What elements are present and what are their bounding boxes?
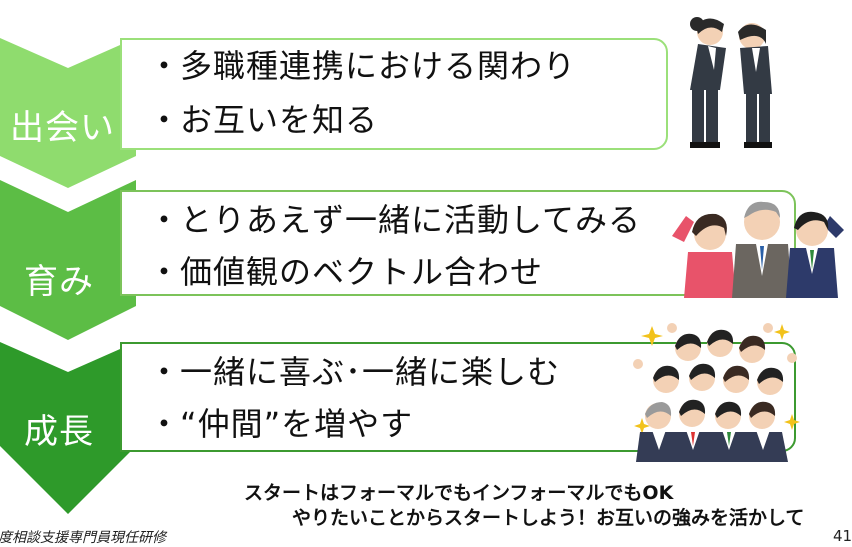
- group-celebrating-icon: [633, 323, 800, 462]
- stage-box-2: [120, 190, 796, 296]
- stage-chevron-1: [0, 38, 136, 188]
- stage-chevron-3: [0, 342, 136, 514]
- chevron-shape-1: [0, 38, 136, 188]
- note-line-1: スタートはフォーマルでもインフォーマルでもOK: [244, 482, 674, 504]
- stage-label-3: 成長: [24, 412, 94, 452]
- footer-text: 度相談支援専門員現任研修: [0, 530, 166, 546]
- bullet-dot: ・: [148, 353, 182, 391]
- people-bowing-icon: [690, 17, 772, 148]
- bullet-dot: ・: [148, 253, 182, 291]
- stage-label-2: 育み: [24, 262, 94, 302]
- bullet-item: ・価値観のベクトル合わせ: [148, 253, 544, 291]
- stage-label-1: 出会い: [10, 108, 115, 148]
- bullet-dot: ・: [148, 405, 182, 443]
- bullet-dot: ・: [148, 201, 182, 239]
- bullet-item: ・多職種連携における関わり: [148, 47, 577, 85]
- stage-chevron-2: [0, 180, 136, 340]
- people-cheering-icon: [672, 201, 844, 298]
- bullet-dot: ・: [148, 47, 182, 85]
- bullet-dot: ・: [148, 101, 182, 139]
- bullet-item: ・お互いを知る: [148, 101, 379, 139]
- note-line-2: やりたいことからスタートしよう！お互いの強みを活かして: [292, 507, 805, 529]
- chevron-shape-2: [0, 180, 136, 340]
- bullet-item: ・とりあえず一緒に活動してみる: [148, 201, 642, 239]
- bullet-item: ・一緒に喜ぶ･一緒に楽しむ: [148, 353, 561, 391]
- stage-box-1: [120, 38, 668, 150]
- bullet-item: ・“仲間”を増やす: [148, 405, 414, 443]
- page-number: 41: [833, 527, 852, 545]
- chevron-shape-3: [0, 342, 136, 514]
